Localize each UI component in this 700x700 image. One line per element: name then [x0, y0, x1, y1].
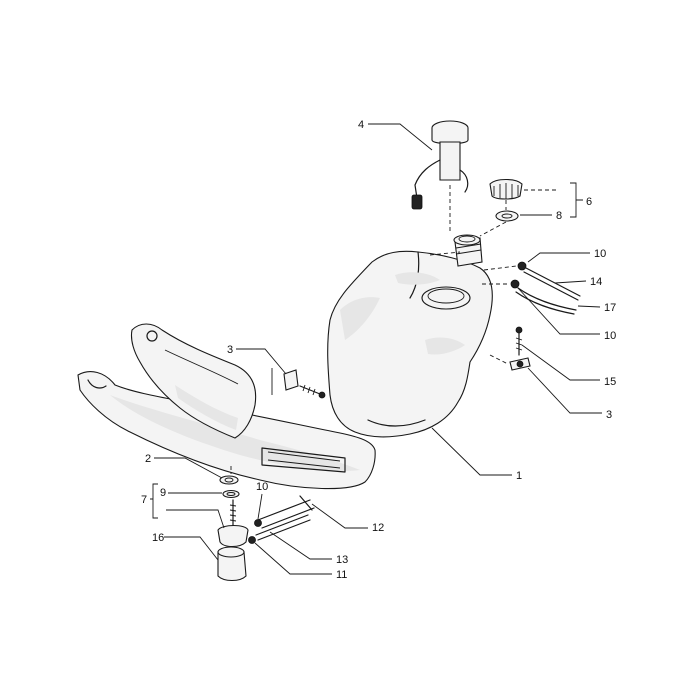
filler-neck-part: [453, 234, 483, 267]
rubber-mount-right-part: [509, 357, 531, 371]
clamp-hose-upper-part: [254, 519, 262, 527]
cap-gasket-part: [495, 210, 519, 222]
fuel-cap-part: [489, 178, 523, 200]
vacuum-hose-part: [255, 514, 311, 541]
callout-11: 11: [336, 569, 347, 581]
callout-9: 9: [160, 487, 166, 499]
callout-3-left: 3: [227, 344, 233, 356]
washer-part: [219, 475, 239, 485]
clamp-lower-part: [510, 279, 520, 289]
callout-12: 12: [372, 522, 384, 534]
callout-13: 13: [336, 554, 348, 566]
callout-10-lower: 10: [256, 481, 268, 493]
callout-15: 15: [604, 376, 616, 388]
screw-right-part: [515, 326, 523, 356]
fuel-hose-part: [257, 495, 315, 529]
callout-3-right: 3: [606, 409, 612, 421]
callout-6: 6: [586, 196, 592, 208]
callout-10-top: 10: [594, 248, 606, 260]
fuel-tank-part: [327, 250, 493, 438]
fuel-tap-part: [217, 499, 249, 548]
bolt-left-part: [299, 384, 326, 399]
clamp-upper-part: [517, 261, 527, 271]
callout-14: 14: [590, 276, 602, 288]
callout-1: 1: [516, 470, 522, 482]
callout-17: 17: [604, 302, 616, 314]
fuel-gauge-sender-part: [411, 120, 469, 232]
o-ring-part: [222, 489, 240, 499]
callout-8: 8: [556, 210, 562, 222]
callout-16: 16: [152, 532, 164, 544]
clamp-hose-lower-part: [248, 536, 256, 544]
callout-7: 7: [141, 494, 147, 506]
breather-pipe-lower-part: [515, 287, 577, 315]
callout-2: 2: [145, 453, 151, 465]
filter-cup-part: [217, 546, 247, 582]
breather-pipe-upper-part: [523, 267, 581, 301]
rear-cowl-part: [130, 323, 257, 439]
callout-10-mid: 10: [604, 330, 616, 342]
callout-4: 4: [358, 119, 364, 131]
rubber-mount-left-part: [283, 369, 299, 391]
